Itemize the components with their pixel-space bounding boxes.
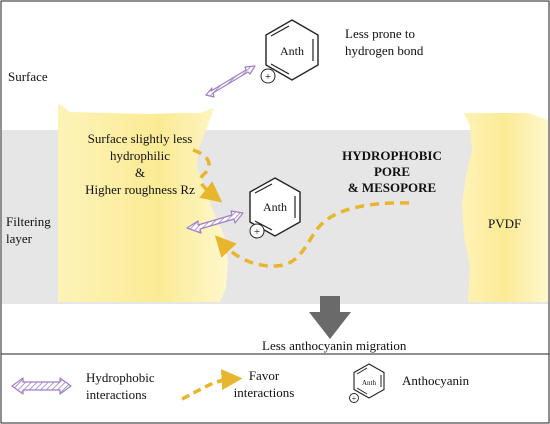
ring-label-middle: Anth [263, 200, 287, 214]
result-down-arrow [309, 296, 351, 339]
charge-top: + [265, 71, 271, 83]
legend-ring-label: Anth [362, 379, 377, 387]
legend-hydrophobic-line1: Hydrophobic [86, 370, 155, 385]
surface-desc-line2: hydrophilic [110, 148, 170, 163]
favor-arrow-down [192, 148, 223, 203]
less-prone-line1: Less prone to [345, 26, 415, 41]
legend-hydrophobic-line2: interactions [86, 387, 147, 402]
right-pore-wall [462, 113, 548, 302]
favor-arrow-pore [214, 201, 410, 268]
legend-hydrophobic-arrow-icon [11, 377, 72, 395]
filtering-label-1: Filtering [6, 214, 51, 229]
hydrophobic-arrow-middle [186, 210, 244, 234]
anthocyanin-molecule-top: Anth + [260, 19, 319, 84]
anthocyanin-molecule-middle: Anth + [249, 177, 301, 239]
legend-anthocyanin-icon: Anth + [349, 363, 385, 403]
surface-desc-line1: Surface slightly less [88, 131, 193, 146]
pore-line3: & MESOPORE [348, 180, 436, 195]
charge-middle: + [254, 226, 260, 238]
legend-favor-line2: interactions [234, 385, 295, 400]
surface-label: Surface [8, 69, 48, 84]
hydrophobic-arrow-top [205, 65, 256, 98]
ring-label-top: Anth [280, 44, 304, 58]
left-pore-wall [58, 103, 228, 302]
legend-favor-arrow-icon [181, 369, 243, 401]
legend-favor-line1: Favor [249, 368, 280, 383]
surface-desc-line4: Higher roughness Rz [85, 182, 195, 197]
pvdf-label: PVDF [488, 216, 521, 231]
result-text: Less anthocyanin migration [262, 338, 407, 353]
legend-charge: + [352, 394, 357, 403]
less-prone-line2: hydrogen bond [345, 43, 424, 58]
pore-line1: HYDROPHOBIC [342, 148, 442, 163]
pore-line2: PORE [374, 164, 410, 179]
legend: Hydrophobic interactions Favor interacti… [11, 363, 470, 403]
surface-desc-line3: & [135, 165, 145, 180]
filtering-label-2: layer [6, 231, 33, 246]
legend-anthocyanin-label: Anthocyanin [402, 373, 470, 388]
